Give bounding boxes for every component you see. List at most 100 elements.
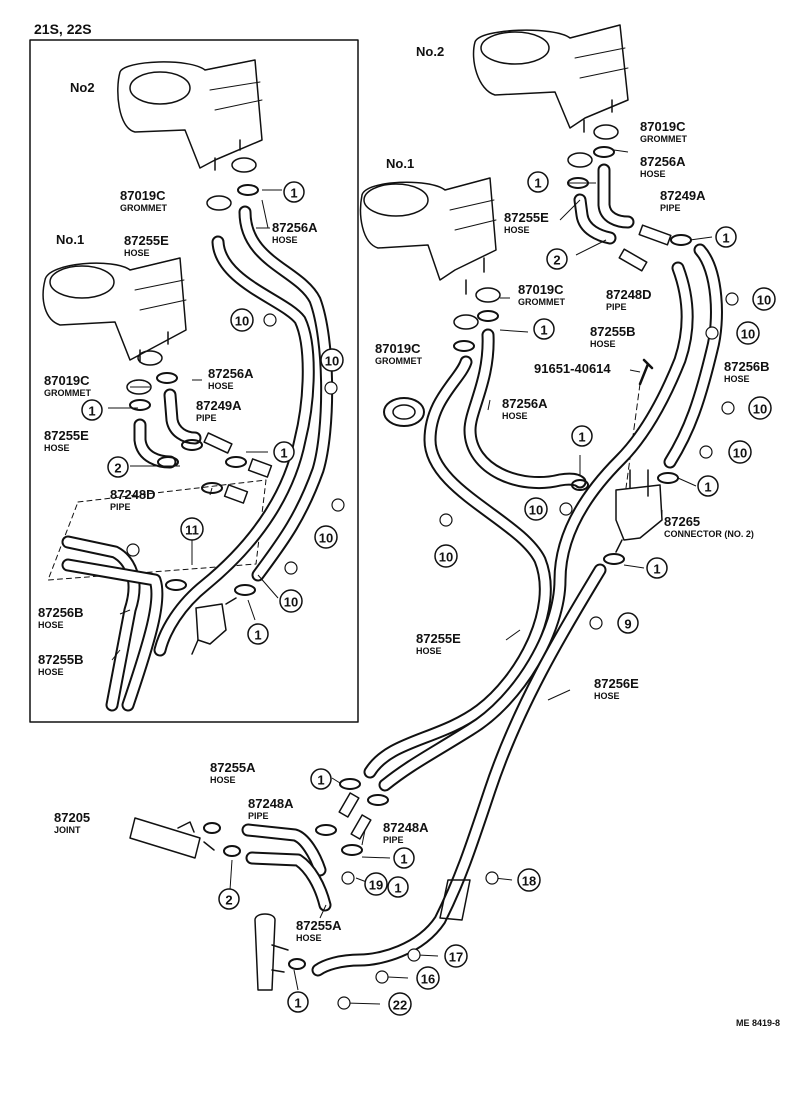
ref-marker-1: 1 (646, 557, 668, 579)
ref-marker-1: 1 (81, 399, 103, 421)
part-dot (284, 561, 298, 575)
part-description: HOSE (38, 620, 64, 630)
part-description: CONNECTOR (NO. 2) (664, 529, 754, 539)
unit-label-inset-no2: No2 (70, 80, 95, 95)
ref-number: 1 (254, 628, 261, 643)
ref-number: 10 (319, 531, 333, 546)
ref-number: 1 (394, 881, 401, 896)
ref-number: 1 (294, 996, 301, 1011)
part-description: PIPE (196, 413, 217, 423)
part-number: 87248D (110, 487, 156, 502)
part-number: 87255E (504, 210, 549, 225)
reference-number-layer: 1112111211111121110101110101010101010109… (81, 171, 776, 1016)
ref-marker-1: 1 (287, 991, 309, 1013)
part-description: PIPE (660, 203, 681, 213)
ref-marker-10: 10 (230, 308, 277, 332)
part-dot (407, 948, 421, 962)
part-number: 87019C (120, 188, 166, 203)
unit-label-inset-no1: No.1 (56, 232, 84, 247)
part-description: GROMMET (375, 356, 422, 366)
ref-circle (364, 872, 388, 896)
part-number: 87265 (664, 514, 700, 529)
ref-number: 1 (722, 231, 729, 246)
ref-number: 10 (753, 402, 767, 417)
part-description: HOSE (208, 381, 234, 391)
ref-circle (715, 226, 737, 248)
part-number: 87255A (210, 760, 256, 775)
ref-number: 1 (400, 852, 407, 867)
part-number: 87256A (502, 396, 548, 411)
ref-circle (230, 308, 254, 332)
part-dot (485, 871, 499, 885)
ref-number: 2 (553, 253, 560, 268)
ref-marker-10: 10 (721, 396, 772, 420)
ref-circle (434, 544, 458, 568)
ref-marker-18: 18 (485, 868, 541, 892)
fittings (126, 124, 692, 991)
ref-circle (279, 589, 303, 613)
ref-marker-1: 1 (247, 623, 269, 645)
drawing-code: ME 8419-8 (736, 1018, 780, 1028)
ref-marker-22: 22 (337, 992, 412, 1016)
ref-circle (752, 287, 776, 311)
ref-number: 17 (449, 950, 463, 965)
ref-circle (697, 475, 719, 497)
part-number: 87256A (208, 366, 254, 381)
ref-marker-2: 2 (107, 456, 129, 478)
ref-circle (728, 440, 752, 464)
heater-unit-inset-no2 (117, 59, 263, 171)
ref-marker-1: 1 (283, 181, 305, 203)
ref-marker-10: 10 (699, 440, 752, 464)
part-dot (341, 871, 355, 885)
heater-unit-inset-no1 (42, 257, 187, 363)
part-number: 87255E (124, 233, 169, 248)
ref-number: 10 (757, 293, 771, 308)
part-dot (337, 996, 351, 1010)
ref-number: 10 (439, 550, 453, 565)
ref-marker-1: 1 (527, 171, 549, 193)
part-number: 87255A (296, 918, 342, 933)
ref-circle (320, 348, 344, 372)
ref-circle (81, 399, 103, 421)
ref-number: 18 (522, 874, 536, 889)
ref-circle (517, 868, 541, 892)
part-number: 87256A (640, 154, 686, 169)
ref-marker-10: 10 (320, 348, 344, 395)
ref-number: 1 (317, 773, 324, 788)
ref-marker-1: 1 (393, 847, 415, 869)
ref-circle (444, 944, 468, 968)
ref-number: 10 (235, 314, 249, 329)
ref-circle (748, 396, 772, 420)
part-number: 87256B (38, 605, 84, 620)
ref-circle (107, 456, 129, 478)
part-description: GROMMET (518, 297, 565, 307)
part-dot (263, 313, 277, 327)
part-number: 87249A (660, 188, 706, 203)
ref-marker-2: 2 (218, 888, 240, 910)
part-dot (375, 970, 389, 984)
ref-number: 1 (88, 404, 95, 419)
ref-circle (617, 612, 639, 634)
ref-marker-1: 1 (715, 226, 737, 248)
part-description: GROMMET (44, 388, 91, 398)
part-number: 87256B (724, 359, 770, 374)
ref-circle (393, 847, 415, 869)
